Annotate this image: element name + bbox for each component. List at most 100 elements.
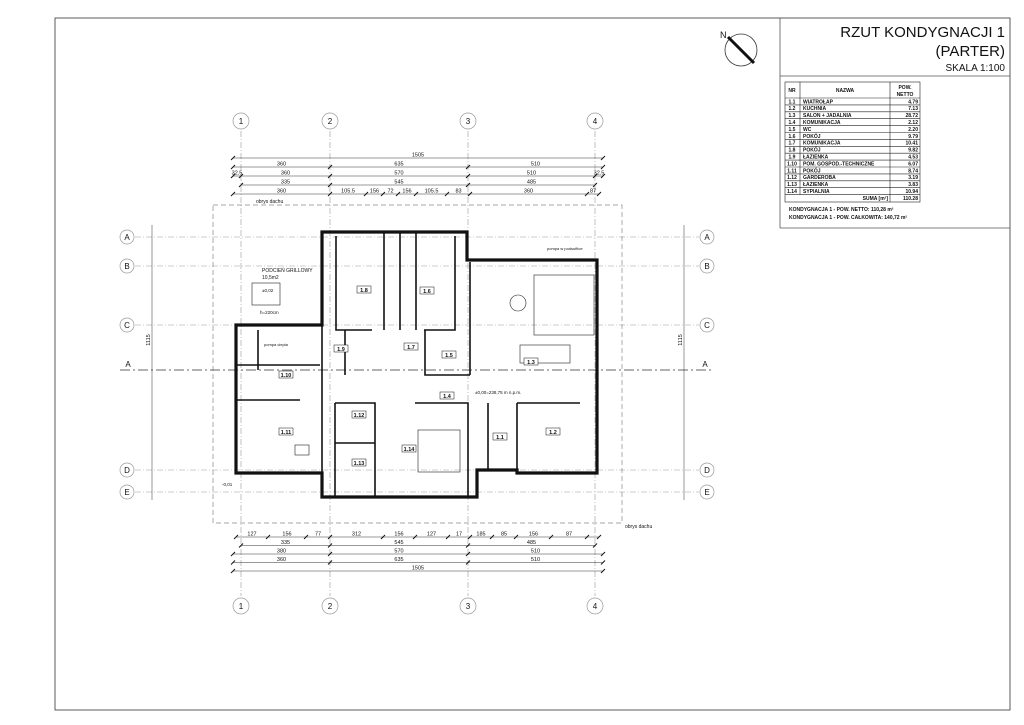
dimension-tick bbox=[380, 191, 386, 197]
gross-area-note: KONDYGNACJA 1 - POW. CAŁKOWITA: 140,72 m… bbox=[789, 215, 907, 221]
dimension-label: 72 bbox=[387, 189, 393, 195]
dimension-label: 545 bbox=[394, 180, 403, 186]
sheet-frame bbox=[54, 17, 1011, 711]
dimension-tick bbox=[233, 534, 239, 540]
grid-label-column: 1 bbox=[239, 117, 244, 126]
heat-pump-note: pompa ciepła bbox=[264, 342, 289, 347]
table-cell-name: ŁAZIENKA bbox=[803, 155, 829, 161]
table-cell-area: 3.83 bbox=[908, 182, 918, 188]
room-tag-box bbox=[492, 432, 508, 441]
grid-label-column: 2 bbox=[328, 117, 333, 126]
grid-bubble-row bbox=[119, 229, 135, 245]
dimension-tick bbox=[327, 191, 333, 197]
zero-level-note: ±0,00=238,75 m n.p.m. bbox=[475, 390, 521, 395]
roof-note-bottom: obrys dachu bbox=[625, 524, 652, 530]
dimension-label: 87 bbox=[590, 189, 596, 195]
dimension-label: 570 bbox=[394, 549, 403, 555]
dimension-label: 185 bbox=[476, 532, 485, 538]
dimension-tick bbox=[238, 543, 244, 548]
grid-label-column: 4 bbox=[593, 602, 598, 611]
dimension-tick bbox=[230, 191, 236, 197]
table-cell-area: 10.94 bbox=[905, 189, 918, 195]
roof-outline bbox=[212, 204, 623, 524]
dimension-tick bbox=[395, 191, 401, 197]
dimension-label: 510 bbox=[531, 549, 540, 555]
table-cell-nr: 1.5 bbox=[789, 127, 796, 133]
dimension-tick bbox=[238, 182, 244, 188]
table-cell-name: KOMUNIKACJA bbox=[803, 120, 841, 126]
table-sum-label: SUMA [m²] bbox=[863, 196, 889, 202]
table-cell-area: 9.82 bbox=[908, 148, 918, 154]
table-cell-name: SYPIALNIA bbox=[803, 189, 830, 195]
room-tag: 1.1 bbox=[496, 435, 504, 441]
table-cell-name: KOMUNIKACJA bbox=[803, 141, 841, 147]
dimension-tick bbox=[230, 164, 236, 170]
table-header-name: NAZWA bbox=[836, 88, 855, 94]
dimension-tick bbox=[600, 568, 606, 574]
grid-label-row: D bbox=[704, 466, 710, 475]
north-label: N bbox=[720, 30, 727, 40]
dimension-label: 105.5 bbox=[341, 189, 355, 195]
table-cell-name: ŁAZIENKA bbox=[803, 182, 829, 188]
dimension-tick bbox=[465, 560, 471, 565]
grid-label-column: 2 bbox=[328, 602, 333, 611]
grid-bubble-column bbox=[459, 597, 477, 615]
dimension-label: 85 bbox=[501, 532, 507, 538]
roof-note-top: obrys dachu bbox=[256, 199, 283, 205]
dimension-tick bbox=[513, 534, 519, 540]
dimension-tick bbox=[380, 534, 386, 540]
table-cell-area: 6.07 bbox=[908, 161, 918, 167]
dimension-tick bbox=[230, 155, 236, 161]
grid-bubble-column bbox=[586, 112, 604, 130]
table-cell-area: 4.79 bbox=[908, 99, 918, 105]
porch-area: 10,5m2 bbox=[262, 275, 279, 281]
dimension-label: 32.5 bbox=[232, 171, 243, 177]
dimension-tick bbox=[444, 191, 450, 197]
table-cell-area: 8.74 bbox=[908, 168, 918, 174]
dimension-label: 156 bbox=[394, 532, 403, 538]
dimension-tick bbox=[465, 543, 471, 548]
room-tag: 1.10 bbox=[281, 373, 292, 379]
dimension-label: 635 bbox=[394, 557, 403, 563]
table-cell-area: 9.79 bbox=[908, 134, 918, 140]
dimension-label: 335 bbox=[281, 180, 290, 186]
dimension-tick bbox=[230, 173, 236, 179]
table-cell-area: 2.12 bbox=[908, 120, 918, 126]
room-tag: 1.5 bbox=[445, 353, 453, 359]
grid-label-row: B bbox=[704, 262, 709, 271]
dimension-tick bbox=[465, 551, 471, 557]
net-area-note: KONDYGNACJA 1 - POW. NETTO: 110,28 m² bbox=[789, 207, 894, 213]
table-cell-area: 7.13 bbox=[908, 106, 918, 112]
dimension-tick bbox=[592, 182, 598, 188]
dimension-label: 485 bbox=[527, 180, 536, 186]
north-arrow-icon: N bbox=[720, 30, 758, 67]
dimension-label: 1505 bbox=[412, 566, 424, 572]
grid-bubble-row bbox=[699, 462, 715, 478]
dimension-tick bbox=[592, 173, 598, 179]
table-cell-nr: 1.1 bbox=[789, 99, 796, 105]
dimension-label: 312 bbox=[352, 532, 361, 538]
room-tag-box bbox=[356, 285, 372, 294]
room-tag-box bbox=[403, 342, 419, 351]
dimension-tick bbox=[327, 560, 333, 565]
dimension-tick bbox=[489, 534, 495, 540]
dimension-tick bbox=[596, 191, 602, 197]
room-tag: 1.2 bbox=[549, 430, 557, 436]
table-cell-name: POKÓJ bbox=[803, 132, 821, 140]
grid-label-row: C bbox=[704, 321, 710, 330]
grid-bubble-column bbox=[586, 597, 604, 615]
dimension-tick bbox=[548, 534, 554, 540]
dimension-tick bbox=[465, 173, 471, 179]
grid-bubble-row bbox=[119, 317, 135, 333]
dimension-label: 1505 bbox=[412, 153, 424, 159]
porch-level: ±0,02 bbox=[262, 288, 274, 293]
dimension-tick bbox=[230, 551, 236, 557]
room-tag-box bbox=[419, 286, 435, 295]
dimension-tick bbox=[363, 191, 369, 197]
room-tag: 1.13 bbox=[354, 461, 365, 467]
table-header-area-netto: NETTO bbox=[897, 92, 914, 98]
dimension-tick bbox=[412, 534, 418, 540]
room-area-table: NR NAZWA POW. NETTO SUMA [m²] 110.28 KON… bbox=[784, 81, 921, 221]
